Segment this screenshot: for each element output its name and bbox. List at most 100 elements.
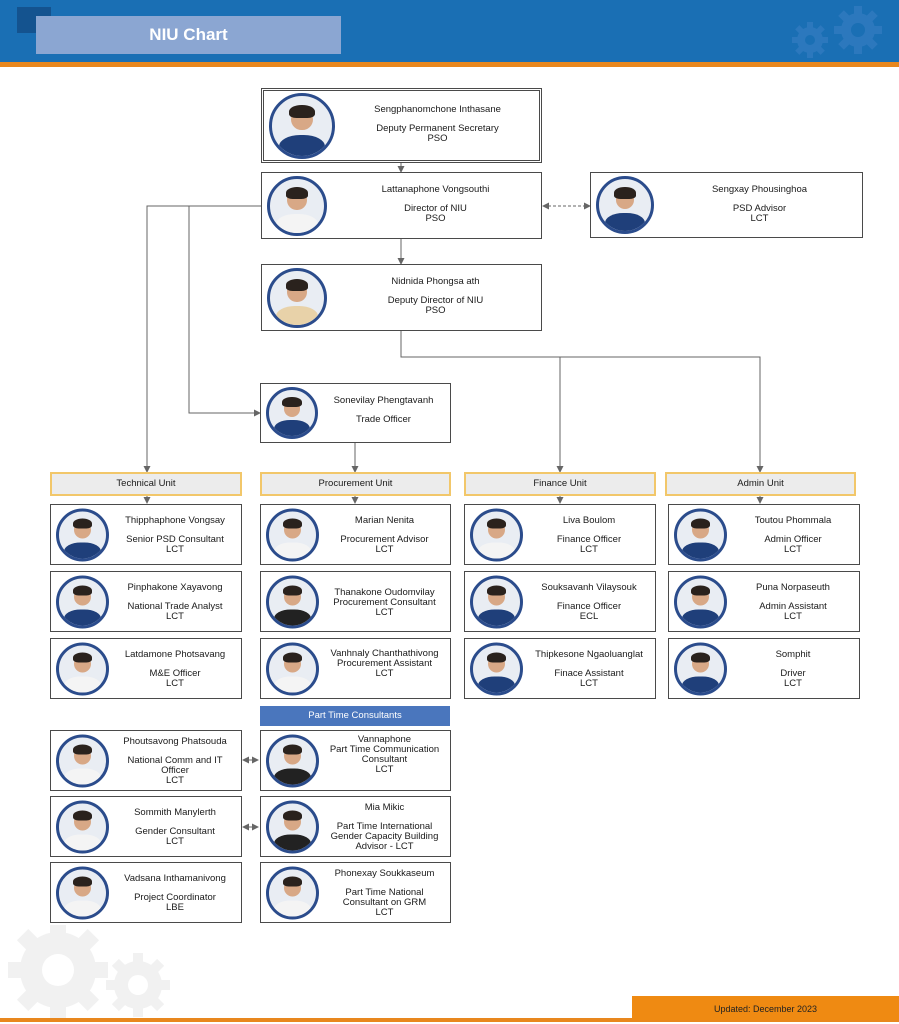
person-card: Thanakone Oudomvilay Procurement Consult…	[260, 571, 451, 632]
unit-header-procurement: Procurement Unit	[260, 472, 451, 496]
person-role: Finance Officer	[556, 601, 622, 612]
person-card: Pinphakone Xayavong National Trade Analy…	[50, 571, 242, 632]
person-photo	[266, 734, 319, 787]
person-photo	[674, 508, 727, 561]
person-card: Sengxay Phousinghoa PSD Advisor LCT	[590, 172, 863, 238]
person-grade: LCT	[166, 775, 184, 786]
person-role: Deputy Director of NIU	[387, 295, 484, 306]
person-name: Pinphakone Xayavong	[127, 582, 223, 593]
person-photo	[56, 508, 109, 561]
person-name: Sonevilay Phengtavanh	[333, 395, 434, 406]
person-name: Lattanaphone Vongsouthi	[381, 184, 490, 195]
person-grade: LCT	[375, 668, 394, 679]
person-name: Mia Mikic	[364, 802, 405, 813]
unit-header-finance: Finance Unit	[464, 472, 656, 496]
person-card: Souksavanh Vilaysouk Finance Officer ECL	[464, 571, 656, 632]
person-name: Thipkesone Ngaoluanglat	[535, 649, 643, 660]
gears-watermark-icon	[8, 925, 170, 1020]
person-photo	[266, 387, 318, 439]
person-role: National Trade Analyst	[127, 601, 223, 612]
person-card: Toutou Phommala Admin Officer LCT	[668, 504, 860, 565]
person-grade: PSO	[425, 305, 446, 316]
person-photo	[269, 92, 335, 159]
person-card: Marian Nenita Procurement Advisor LCT	[260, 504, 451, 565]
person-grade: LCT	[375, 764, 394, 775]
person-photo	[674, 575, 727, 628]
person-role: Senior PSD Consultant	[126, 534, 224, 545]
person-grade: LCT	[784, 678, 802, 689]
person-name: Phoutsavong Phatsouda	[123, 736, 227, 747]
person-photo	[56, 575, 109, 628]
person-role: M&E Officer	[149, 668, 201, 679]
person-name: Sommith Manylerth	[134, 807, 216, 818]
person-photo	[267, 267, 327, 328]
person-name: Sengxay Phousinghoa	[711, 184, 808, 195]
person-role: Procurement Consultant	[333, 597, 436, 608]
person-role: Project Coordinator	[134, 892, 216, 903]
person-card: Latdamone Photsavang M&E Officer LCT	[50, 638, 242, 699]
person-role: Driver	[780, 668, 806, 679]
person-role: Part Time Communication Consultant	[329, 744, 440, 765]
person-name: Thipphaphone Vongsay	[125, 515, 225, 526]
person-card: Phoutsavong Phatsouda National Comm and …	[50, 730, 242, 791]
person-photo	[266, 508, 319, 561]
person-name: Souksavanh Vilaysouk	[541, 582, 637, 593]
person-photo	[470, 642, 523, 695]
person-grade: LCT	[166, 544, 184, 555]
person-card: Somphit Driver LCT	[668, 638, 860, 699]
person-name: Somphit	[775, 649, 811, 660]
person-name: Vanhnaly Chanthathivong	[330, 648, 439, 659]
person-name: Latdamone Photsavang	[124, 649, 226, 660]
person-photo	[596, 176, 654, 234]
person-card: Nidnida Phongsa ath Deputy Director of N…	[261, 264, 542, 331]
person-card: Vannaphone Part Time Communication Consu…	[260, 730, 451, 791]
footer-accent-line	[0, 1018, 899, 1022]
person-card: Sonevilay Phengtavanh Trade Officer	[260, 383, 451, 443]
person-photo	[267, 175, 327, 236]
person-name: Nidnida Phongsa ath	[391, 276, 480, 287]
person-grade: LCT	[166, 836, 184, 847]
person-card: Mia Mikic Part Time International Gender…	[260, 796, 451, 857]
person-grade: PSO	[425, 213, 446, 224]
person-photo	[56, 734, 109, 787]
person-card: Sengphanomchone Inthasane Deputy Permane…	[261, 88, 542, 163]
part-time-consultants-header: Part Time Consultants	[260, 706, 450, 726]
person-photo	[266, 575, 319, 628]
person-card: Liva Boulom Finance Officer LCT	[464, 504, 656, 565]
person-role: Deputy Permanent Secretary	[376, 123, 499, 134]
person-name: Vadsana Inthamanivong	[124, 873, 226, 884]
person-grade: LCT	[580, 544, 598, 555]
person-name: Thanakone Oudomvilay	[334, 587, 435, 598]
person-name: Toutou Phommala	[754, 515, 832, 526]
gears-icon	[792, 6, 882, 58]
person-photo	[674, 642, 727, 695]
updated-date-label: Updated: December 2023	[632, 996, 899, 1020]
person-name: Marian Nenita	[354, 515, 415, 526]
person-photo	[266, 800, 319, 853]
person-card: Vanhnaly Chanthathivong Procurement Assi…	[260, 638, 451, 699]
person-grade: LCT	[580, 678, 598, 689]
person-photo	[56, 866, 109, 919]
person-role: PSD Advisor	[732, 203, 787, 214]
person-name: Puna Norpaseuth	[756, 582, 830, 593]
person-grade: LCT	[750, 213, 769, 224]
person-photo	[470, 508, 523, 561]
person-card: Phonexay Soukkaseum Part Time National C…	[260, 862, 451, 923]
person-grade: LCT	[166, 611, 184, 622]
person-role: Part Time International Gender Capacity …	[330, 821, 439, 852]
person-photo	[56, 642, 109, 695]
person-name: Vannaphone	[357, 734, 412, 745]
person-grade: ECL	[579, 611, 599, 622]
unit-header-technical: Technical Unit	[50, 472, 242, 496]
person-photo	[470, 575, 523, 628]
person-name: Sengphanomchone Inthasane	[374, 104, 501, 115]
person-grade: LCT	[784, 611, 802, 622]
person-photo	[266, 642, 319, 695]
header-accent-line	[0, 62, 899, 67]
person-role: Part Time National Consultant on GRM	[342, 887, 427, 908]
person-grade: PSO	[427, 133, 448, 144]
person-role: Admin Assistant	[759, 601, 827, 612]
person-grade: LCT	[375, 907, 394, 918]
person-grade: LBE	[166, 902, 184, 913]
person-card: Sommith Manylerth Gender Consultant LCT	[50, 796, 242, 857]
